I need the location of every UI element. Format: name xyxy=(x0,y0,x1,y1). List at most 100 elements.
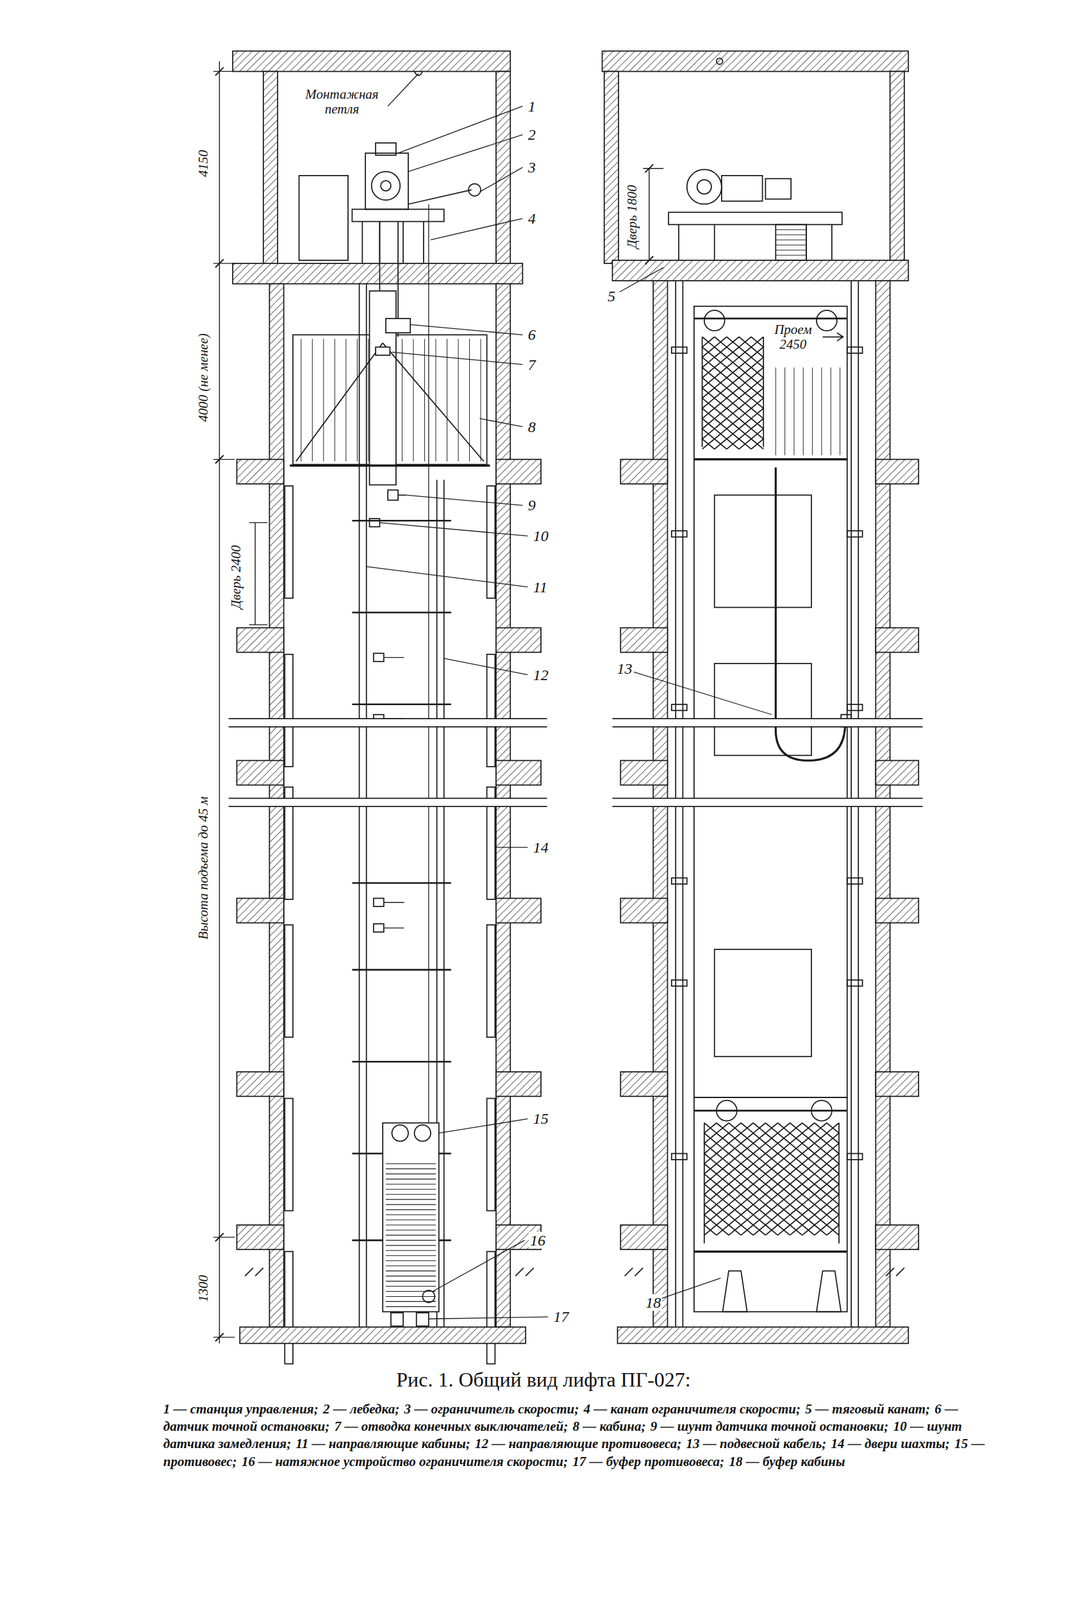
callout-number: 16 xyxy=(528,1231,547,1249)
door-post xyxy=(701,337,704,448)
counterweight-plate xyxy=(385,1275,436,1277)
shaft-door xyxy=(284,1098,293,1211)
slowdown-shunt xyxy=(369,518,380,527)
sling-brace xyxy=(296,342,484,462)
counterweight-plate xyxy=(385,1199,436,1200)
door-post xyxy=(838,1122,840,1244)
door-lattice xyxy=(702,337,715,450)
break-line xyxy=(228,717,548,720)
key-item: 4 — канат ограничителя скорости; xyxy=(583,1401,801,1417)
counterweight-pulley xyxy=(414,1124,431,1141)
cabin-wall-line xyxy=(345,339,347,462)
hatched-wall xyxy=(236,760,284,785)
leader-line xyxy=(661,1277,721,1299)
figure-caption: Рис. 1. Общий вид лифта ПГ-027: xyxy=(0,1367,1087,1392)
door-lattice xyxy=(704,1122,717,1236)
counterweight-plate xyxy=(385,1209,436,1211)
frame-leg xyxy=(713,224,716,261)
door-lattice xyxy=(702,337,715,450)
shunt-arm xyxy=(383,927,405,929)
hatched-wall xyxy=(236,897,284,923)
ground-mark xyxy=(255,1267,264,1277)
leader-line xyxy=(406,494,523,506)
hatched-wall xyxy=(890,71,905,263)
cabin-wall-line xyxy=(821,367,822,456)
door-lattice xyxy=(738,337,752,450)
guide-bracket xyxy=(351,881,451,884)
shaft-door xyxy=(487,924,496,1038)
guide-bracket xyxy=(847,979,863,987)
cabin-wall-line xyxy=(367,339,369,462)
callout-number: 18 xyxy=(644,1294,663,1311)
leader-line xyxy=(410,324,523,335)
counterweight-plate xyxy=(385,1168,436,1170)
guide-bracket xyxy=(351,1060,451,1063)
callout-number: 5 xyxy=(606,287,617,305)
shunt-arm xyxy=(383,656,405,658)
extension-line xyxy=(213,1236,235,1237)
counterweight-plate xyxy=(385,1301,436,1302)
counterweight-plate xyxy=(385,1244,436,1246)
door-lattice xyxy=(751,337,764,450)
hatched-wall xyxy=(875,459,919,484)
door-lattice xyxy=(726,337,739,450)
extension-line xyxy=(213,262,235,264)
callout-number: 15 xyxy=(531,1110,550,1127)
guide-bracket xyxy=(671,878,688,885)
guide-bracket xyxy=(671,979,688,987)
ground-mark xyxy=(244,1267,254,1277)
limiter-arm xyxy=(408,189,472,204)
hatched-wall xyxy=(620,1071,668,1096)
callout-number: 7 xyxy=(526,355,538,373)
hatched-wall xyxy=(620,897,668,923)
dimension-label: 1300 xyxy=(196,1273,212,1303)
dimension-tick xyxy=(215,67,224,76)
counterweight-plate xyxy=(385,1239,436,1241)
guide-bracket xyxy=(847,530,863,538)
extension-line xyxy=(213,71,235,72)
key-text: 1 — станция управления;2 — лебедка;3 — о… xyxy=(163,1400,1006,1471)
cabin-wall-line xyxy=(775,367,777,456)
door-lattice xyxy=(790,1122,803,1236)
key-item: 8 — кабина; xyxy=(572,1418,646,1434)
callout-number: 14 xyxy=(531,838,550,856)
tension-pulley xyxy=(422,1290,435,1303)
cabin-pulley xyxy=(716,1100,738,1121)
guide-bracket xyxy=(847,346,863,354)
key-item: 3 — ограничитель скорости; xyxy=(404,1401,580,1417)
guide-bracket xyxy=(847,878,863,885)
leader-line xyxy=(408,134,523,172)
stop-shunt xyxy=(387,489,399,500)
hatched-wall xyxy=(602,51,909,72)
cabin xyxy=(694,306,848,460)
door-lattice xyxy=(728,1122,741,1236)
cabin-wall-line xyxy=(300,339,302,462)
leader-line xyxy=(387,73,419,107)
cabin-wall-line xyxy=(784,367,786,456)
ground-mark xyxy=(896,1267,905,1277)
key-item: 16 — натяжное устройство ограничителя ск… xyxy=(241,1453,568,1469)
break-line xyxy=(612,797,923,799)
callout-number: 8 xyxy=(526,417,538,435)
counterweight-buffer xyxy=(390,1312,404,1327)
key-item: 7 — отводка конечных выключателей; xyxy=(334,1418,569,1434)
key-item: 2 — лебедка; xyxy=(323,1401,400,1417)
counterweight-plate xyxy=(385,1204,436,1205)
dimension-line xyxy=(254,522,256,625)
dimension-tick xyxy=(215,1233,224,1242)
ground-mark xyxy=(635,1267,644,1277)
hatched-wall xyxy=(263,71,278,263)
shaft-door xyxy=(284,1251,293,1364)
door-lattice xyxy=(765,1122,778,1236)
extension-line xyxy=(249,522,268,523)
cabin-wall-line xyxy=(480,339,482,462)
door-lattice xyxy=(753,1122,766,1236)
speed-limiter xyxy=(775,224,807,261)
cabin-floor xyxy=(694,1250,848,1253)
machine-frame xyxy=(351,208,444,222)
counterweight-plate xyxy=(385,1229,436,1230)
guide-bracket xyxy=(351,969,451,971)
limit-switch-cam xyxy=(375,346,390,356)
frame-leg xyxy=(361,221,363,264)
dimension-line xyxy=(648,168,650,261)
